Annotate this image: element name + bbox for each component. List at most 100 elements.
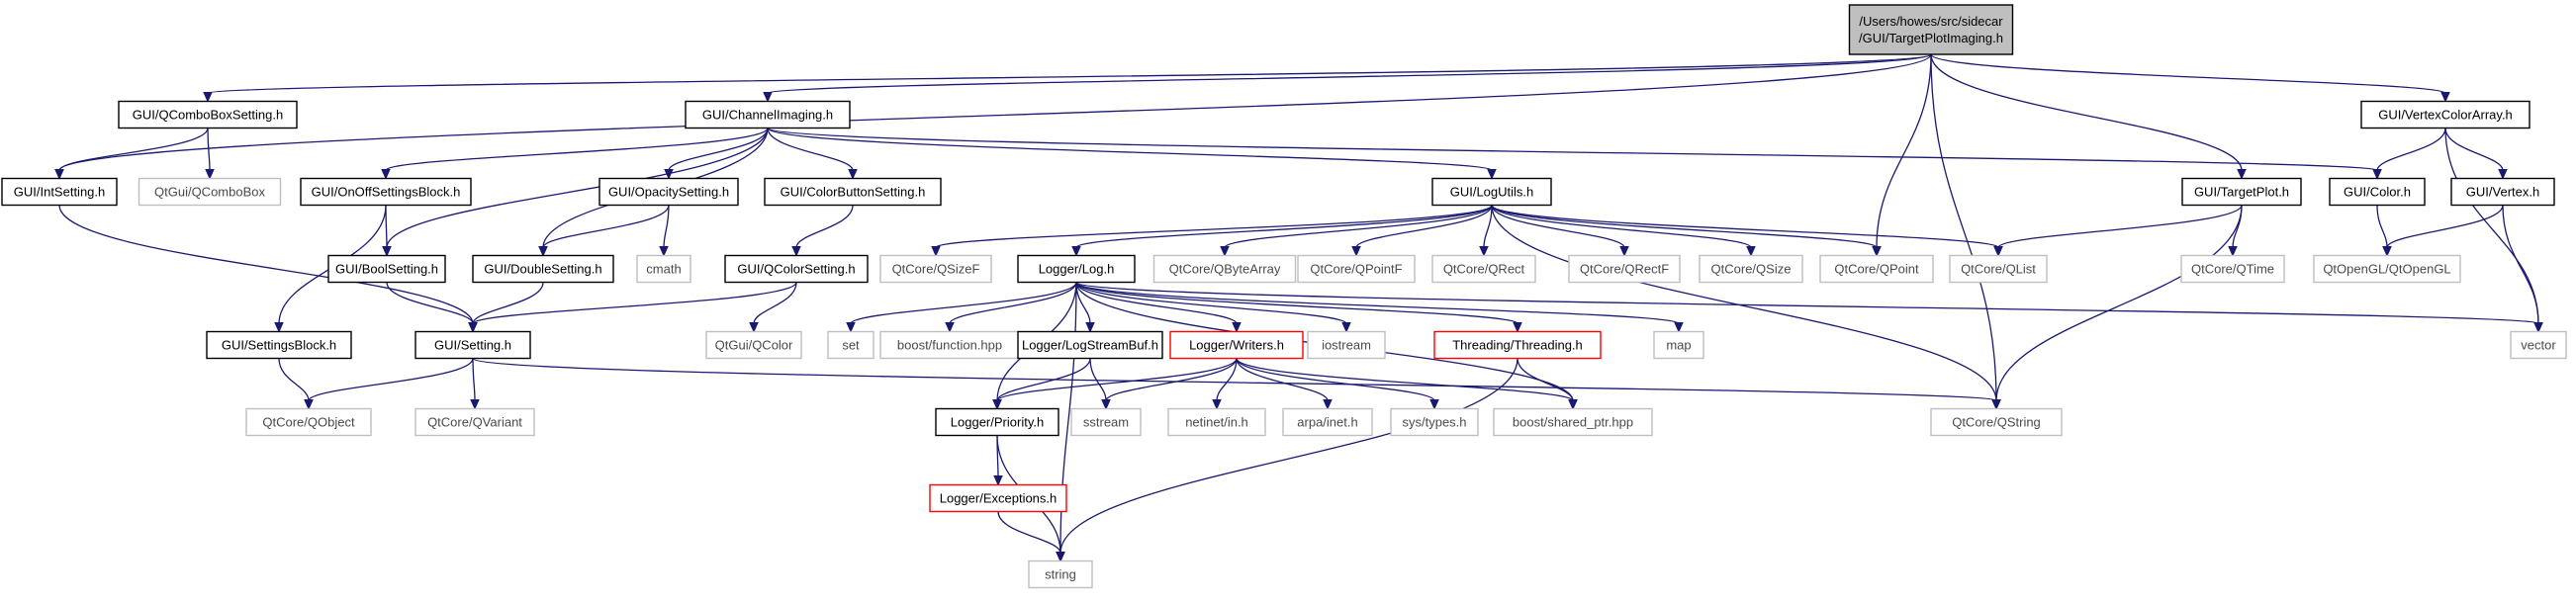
node-opacity[interactable]: GUI/OpacitySetting.h [598, 177, 739, 207]
dependency-edge-root-to-vertexcolorarray [1930, 53, 2450, 103]
node-root[interactable]: /Users/howes/src/sidecar/GUI/TargetPlotI… [1848, 4, 2014, 55]
node-label: QtCore/QRect [1443, 262, 1525, 277]
dependency-edge-logstreambuf-to-priority [992, 358, 1091, 410]
node-targetplot[interactable]: GUI/TargetPlot.h [2181, 177, 2302, 207]
node-label: QtCore/QObject [262, 415, 355, 430]
node-qpoint: QtCore/QPoint [1819, 254, 1934, 284]
dependency-edge-channelimaging-to-color [767, 127, 2382, 180]
node-label: QtOpenGL/QtOpenGL [2323, 262, 2450, 277]
node-colorbutton[interactable]: GUI/ColorButtonSetting.h [764, 177, 942, 207]
dependency-edge-loggerlog-to-threading [1075, 281, 1522, 333]
node-box [1017, 254, 1136, 284]
node-label: GUI/Vertex.h [2466, 185, 2539, 200]
node-box [206, 330, 352, 360]
node-label: QtCore/QSize [1711, 262, 1792, 277]
node-label: iostream [1322, 338, 1371, 353]
node-label: Logger/Exceptions.h [940, 491, 1058, 506]
node-box [1297, 254, 1416, 284]
node-settingsblock[interactable]: GUI/SettingsBlock.h [206, 330, 352, 360]
node-box [2181, 177, 2302, 207]
node-intsetting[interactable]: GUI/IntSetting.h [1, 177, 118, 207]
dependency-edge-logutils-to-qpoint [1491, 204, 1882, 257]
node-label: GUI/ChannelImaging.h [702, 108, 833, 123]
node-qstring: QtCore/QString [1930, 407, 2063, 437]
node-label: GUI/VertexColorArray.h [2378, 108, 2513, 123]
node-box [1431, 177, 1552, 207]
node-logstreambuf[interactable]: Logger/LogStreamBuf.h [1017, 330, 1163, 360]
node-box [2450, 177, 2555, 207]
node-label: Logger/LogStreamBuf.h [1022, 338, 1158, 353]
dependency-edge-qcolorsetting-to-qcolor [749, 282, 797, 333]
dependency-edge-vertexcolorarray-to-color [2372, 128, 2446, 180]
node-label: string [1045, 567, 1076, 582]
dependency-edge-writers-to-priority [992, 358, 1238, 410]
node-sstream: sstream [1070, 407, 1142, 437]
dependency-edge-loggerlog-to-iostream [1075, 282, 1351, 333]
node-box [764, 177, 942, 207]
dependency-edge-colorbutton-to-qcolorsetting [791, 205, 854, 257]
dependency-edge-writers-to-sstream [1101, 358, 1238, 410]
node-box [2180, 254, 2285, 284]
node-vertexcolorarray[interactable]: GUI/VertexColorArray.h [2360, 100, 2530, 129]
node-doublesetting[interactable]: GUI/DoubleSetting.h [472, 254, 614, 284]
node-qbytearray: QtCore/QByteArray [1152, 254, 1297, 284]
dependency-edge-setting-to-qstring [472, 357, 2001, 410]
node-boolsetting[interactable]: GUI/BoolSetting.h [327, 254, 446, 284]
node-label: cmath [646, 262, 681, 277]
dependency-edge-logutils-to-qpointf [1351, 205, 1493, 257]
node-box [1, 177, 118, 207]
node-qvariant: QtCore/QVariant [414, 407, 535, 437]
node-exceptions[interactable]: Logger/Exceptions.h [929, 483, 1067, 513]
node-box [1070, 407, 1142, 437]
node-color[interactable]: GUI/Color.h [2329, 177, 2426, 207]
node-loggerlog[interactable]: Logger/Log.h [1017, 254, 1136, 284]
node-box [300, 177, 472, 207]
dependency-edge-loggerlog-to-set [846, 282, 1077, 333]
node-writers[interactable]: Logger/Writers.h [1169, 330, 1304, 360]
node-box [1493, 407, 1653, 437]
node-box [1028, 559, 1093, 589]
node-label: GUI/LogUtils.h [1450, 185, 1534, 200]
node-qcombobox: QtGui/QComboBox [138, 177, 282, 207]
dependency-edge-root-to-intsetting [54, 53, 1932, 180]
node-onoff[interactable]: GUI/OnOffSettingsBlock.h [300, 177, 472, 207]
node-label: set [842, 338, 860, 353]
dependency-edge-threading-to-sharedptr [1517, 358, 1578, 410]
dependency-edge-exceptions-to-string [997, 511, 1065, 562]
node-box [1169, 330, 1304, 360]
node-box [138, 177, 282, 207]
node-label: QtCore/QList [1961, 262, 2036, 277]
dependency-edge-logutils-to-qrectf [1491, 205, 1629, 257]
dependency-edge-vertex-to-qtopengl [2382, 205, 2504, 257]
node-box [414, 407, 535, 437]
node-label: netinet/in.h [1185, 415, 1248, 430]
node-string: string [1028, 559, 1093, 589]
node-label: boost/shared_ptr.hpp [1513, 415, 1633, 430]
node-setting[interactable]: GUI/Setting.h [414, 330, 531, 360]
node-box [1848, 4, 2014, 55]
node-label: /Users/howes/src/sidecar [1859, 14, 2003, 29]
node-netinet: netinet/in.h [1167, 407, 1266, 437]
node-box [1167, 407, 1266, 437]
node-logutils[interactable]: GUI/LogUtils.h [1431, 177, 1552, 207]
node-qcolorsetting[interactable]: GUI/QColorSetting.h [724, 254, 869, 284]
node-qrectf: QtCore/QRectF [1568, 254, 1681, 284]
dependency-edge-boolsetting-to-setting [386, 282, 478, 333]
node-priority[interactable]: Logger/Priority.h [935, 407, 1059, 437]
node-label: QtCore/QPointF [1310, 262, 1402, 277]
node-qlist: QtCore/QList [1949, 254, 2048, 284]
node-set: set [827, 330, 874, 360]
node-label: boost/function.hpp [897, 338, 1002, 353]
node-vertex[interactable]: GUI/Vertex.h [2450, 177, 2555, 207]
dependency-edge-qcombosetting-to-qcombobox [205, 128, 215, 180]
node-threading[interactable]: Threading/Threading.h [1433, 330, 1602, 360]
node-qpointf: QtCore/QPointF [1297, 254, 1416, 284]
node-box [2510, 330, 2567, 360]
dependency-edge-qcombosetting-to-intsetting [54, 128, 209, 180]
node-qtopengl: QtOpenGL/QtOpenGL [2313, 254, 2461, 284]
node-label: GUI/Color.h [2344, 185, 2411, 200]
node-channelimaging[interactable]: GUI/ChannelImaging.h [685, 100, 851, 129]
node-qcombosetting[interactable]: GUI/QComboBoxSetting.h [118, 100, 298, 129]
dependency-edge-qcolorsetting-to-setting [468, 282, 797, 333]
